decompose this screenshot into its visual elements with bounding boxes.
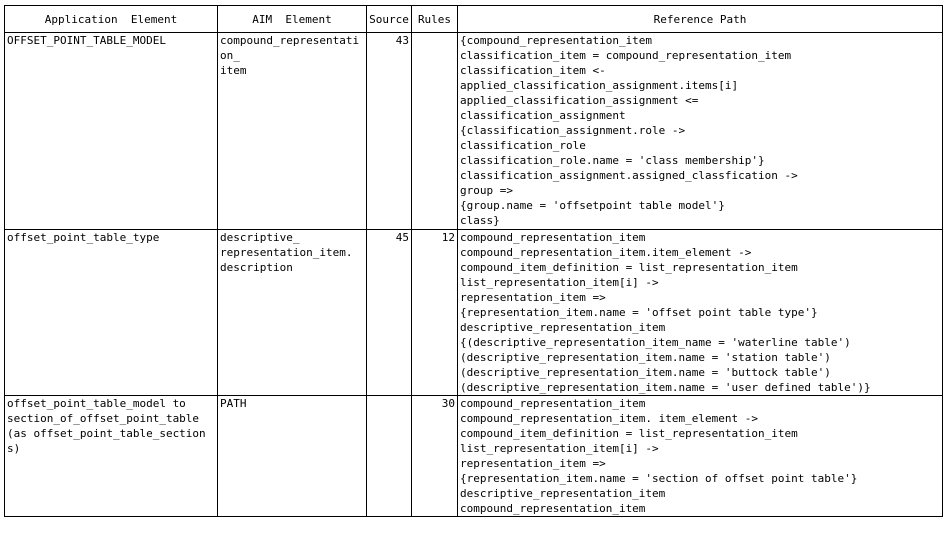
reference-path-line: {compound_representation_item <box>460 34 653 47</box>
reference-path-line: {classification_assignment.role -> <box>460 124 686 137</box>
reference-path-line: {(descriptive_representation_item_name =… <box>460 336 851 349</box>
reference-path-line: (descriptive_representation_item.name = … <box>460 381 871 394</box>
rules-cell <box>411 32 458 230</box>
reference-path-line: compound_representation_item.item_elemen… <box>460 246 752 259</box>
reference-path-line: applied_classification_assignment <= <box>460 94 699 107</box>
aim-element-cell: PATH <box>217 395 367 517</box>
table-row: offset_point_table_model to section_of_o… <box>4 395 943 517</box>
source-cell: 45 <box>366 229 412 396</box>
reference-path-line: representation_item => <box>460 457 606 470</box>
application-element-cell: offset_point_table_model to section_of_o… <box>4 395 218 517</box>
reference-path-line: compound_item_definition = list_represen… <box>460 261 798 274</box>
rules-cell: 30 <box>411 395 458 517</box>
source-cell: 43 <box>366 32 412 230</box>
mapping-table: Application Element AIM Element Source R… <box>4 5 943 517</box>
table-row: offset_point_table_type descriptive_ rep… <box>4 229 943 396</box>
reference-path-line: list_representation_item[i] -> <box>460 276 659 289</box>
reference-path-line: compound_representation_item. item_eleme… <box>460 412 759 425</box>
reference-path-cell: compound_representation_item compound_rep… <box>457 395 943 517</box>
application-element-cell: offset_point_table_type <box>4 229 218 396</box>
reference-path-line: compound_representation_item <box>460 502 646 515</box>
header-rules: Rules <box>411 5 458 33</box>
reference-path-line: applied_classification_assignment.items[… <box>460 79 739 92</box>
reference-path-line: classification_role <box>460 139 586 152</box>
source-cell <box>366 395 412 517</box>
reference-path-line: descriptive_representation_item <box>460 321 666 334</box>
table-row: OFFSET_POINT_TABLE_MODEL compound_repres… <box>4 32 943 230</box>
aim-element-cell: descriptive_ representation_item. descri… <box>217 229 367 396</box>
reference-path-line: compound_representation_item <box>460 397 646 410</box>
reference-path-line: (descriptive_representation_item.name = … <box>460 351 831 364</box>
reference-path-line: {representation_item.name = 'offset poin… <box>460 306 818 319</box>
header-source: Source <box>366 5 412 33</box>
reference-path-line: {representation_item.name = 'section of … <box>460 472 858 485</box>
reference-path-line: class} <box>460 214 500 227</box>
rules-cell: 12 <box>411 229 458 396</box>
header-application-element: Application Element <box>4 5 218 33</box>
reference-path-cell: {compound_representation_item classificat… <box>457 32 943 230</box>
reference-path-line: {group.name = 'offsetpoint table model'} <box>460 199 725 212</box>
aim-element-cell: compound_representation_ item <box>217 32 367 230</box>
reference-path-cell: compound_representation_item compound_rep… <box>457 229 943 396</box>
reference-path-line: compound_representation_item <box>460 231 646 244</box>
header-reference-path: Reference Path <box>457 5 943 33</box>
reference-path-line: classification_role.name = 'class member… <box>460 154 765 167</box>
reference-path-line: (descriptive_representation_item.name = … <box>460 366 831 379</box>
reference-path-line: classification_item <- <box>460 64 606 77</box>
reference-path-line: group => <box>460 184 513 197</box>
reference-path-line: representation_item => <box>460 291 606 304</box>
reference-path-line: classification_assignment <box>460 109 626 122</box>
reference-path-line: classification_assignment.assigned_class… <box>460 169 798 182</box>
reference-path-line: classification_item = compound_represent… <box>460 49 792 62</box>
header-aim-element: AIM Element <box>217 5 367 33</box>
application-element-cell: OFFSET_POINT_TABLE_MODEL <box>4 32 218 230</box>
reference-path-line: descriptive_representation_item <box>460 487 666 500</box>
header-row: Application Element AIM Element Source R… <box>4 5 943 33</box>
reference-path-line: compound_item_definition = list_represen… <box>460 427 798 440</box>
reference-path-line: list_representation_item[i] -> <box>460 442 659 455</box>
